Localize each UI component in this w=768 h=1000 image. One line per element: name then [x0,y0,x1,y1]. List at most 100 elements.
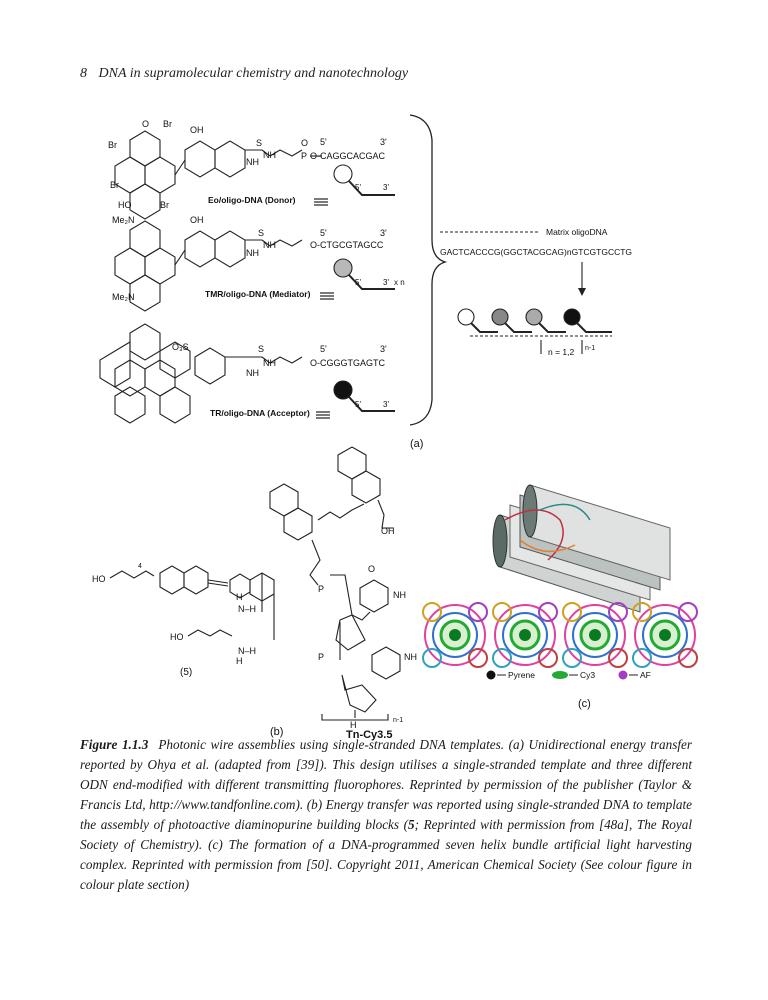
acceptor-atom-so3: O₃S [172,342,189,352]
acceptor-cartoon-3prime: 3' [383,400,389,409]
page-number: 8 [80,66,87,81]
mediator-atom-me2n2: Me₂N [112,292,135,302]
mediator-atom-nh2: NH [246,248,259,258]
donor-5prime: 5' [320,137,327,147]
caption-part-2: ; Reprinted with permission from [48a], … [80,817,692,892]
donor-atom-nh1: NH [263,150,276,160]
acceptor-atom-nh1: NH [263,358,276,368]
legend-af-marker [618,670,628,680]
cy35-n-minus-1: n-1 [393,717,403,724]
panel-a: O Br Br OH Br HO Br S NH NH O P O-CAGGCA… [99,114,632,450]
assembly-mediator1-circle [491,308,509,326]
mediator-label: TMR/oligo-DNA (Mediator) [205,289,311,299]
donor-atom-nh2: NH [246,157,259,167]
legend-af-label: AF [640,670,651,680]
panel-a-label: (a) [410,438,423,450]
caption-figure-label: Figure 1.1.3 [80,737,149,752]
caption-part-1: Photonic wire assemblies using single-st… [80,737,692,832]
cy35-structure [269,446,401,718]
acceptor-sequence: O-CGGGTGAGTC [310,358,385,368]
panel-b: HO 4 HO H N–H N–H H (5) OH O NH P P [92,446,417,741]
panel-a-brace [409,114,448,426]
acceptor-3prime: 3' [380,344,387,354]
donor-atom-o2: O [301,138,308,148]
donor-atom-oh: OH [190,125,204,135]
n-minus-1-label: n-1 [585,345,595,352]
cy35-atom-p2: P [318,652,324,662]
compound-5-atom-h2: H [236,656,243,666]
acceptor-atom-nh2: NH [246,368,259,378]
running-title: DNA in supramolecular chemistry and nano… [98,66,409,81]
compound-5-structure [109,565,275,640]
legend-cy3-label: Cy3 [580,670,595,680]
panel-c-legend: Pyrene Cy3 AF [486,670,651,680]
compound-5-atom-nh2: N–H [238,646,256,656]
donor-structure [114,130,322,220]
cy35-atom-o1: O [368,564,375,574]
acceptor-5prime: 5' [320,344,327,354]
donor-atom-br4: Br [160,200,169,210]
cy35-atom-h: H [350,720,357,730]
assembly-donor-circle [457,308,475,326]
donor-sequence: O-CAGGCACGAC [310,151,386,161]
panel-b-label: (b) [270,726,283,738]
cy35-bracket [321,714,389,721]
acceptor-structure [99,323,303,424]
assembly-mediator2-circle [525,308,543,326]
donor-3prime: 3' [380,137,387,147]
donor-cartoon-5prime: 5' [355,183,361,192]
donor-label: Eo/oligo-DNA (Donor) [208,195,296,205]
cy35-atom-nh1: NH [393,590,406,600]
compound-5-subscript: 4 [138,563,142,570]
rosette-3 [562,602,628,668]
running-header: 8 DNA in supramolecular chemistry and na… [80,66,408,82]
mediator-sequence: O-CTGCGTAGCC [310,240,384,250]
mediator-structure [114,220,303,312]
acceptor-cartoon-5prime: 5' [355,400,361,409]
mediator-cartoon-3prime: 3' [383,278,389,287]
helix-bundle-3d [492,484,671,613]
assembly-acceptor-circle [563,308,581,326]
mediator-atom-nh1: NH [263,240,276,250]
compound-5-label: (5) [180,667,192,678]
cy35-atom-p1: P [318,584,324,594]
acceptor-label: TR/oligo-DNA (Acceptor) [210,408,310,418]
donor-atom-br3: Br [110,180,119,190]
compound-5-atom-ho2: HO [170,632,184,642]
matrix-sequence: GACTCACCCG(GGCTACGCAG)nGTCGTGCCTG [440,247,632,257]
legend-cy3-marker [552,671,568,679]
compound-5-atom-ho1: HO [92,574,106,584]
donor-fluorophore-circle [333,164,353,184]
cy35-atom-nh2: NH [404,652,417,662]
donor-atom-ho: HO [118,200,132,210]
mediator-atom-oh: OH [190,215,204,225]
panel-c: Pyrene Cy3 AF (c) [422,484,698,710]
rosette-4 [632,602,698,668]
mediator-atom-s: S [258,228,264,238]
legend-pyrene-marker [486,670,496,680]
donor-atom-p: P [301,151,307,161]
compound-5-atom-nh1: N–H [238,604,256,614]
rosette-2 [492,602,558,668]
mediator-repeat: x n [394,278,405,287]
donor-cartoon-3prime: 3' [383,183,389,192]
caption-compound-number: 5 [408,817,415,832]
mediator-cartoon-5prime: 5' [355,278,361,287]
mediator-5prime: 5' [320,228,327,238]
donor-atom-br1: Br [163,119,172,129]
acceptor-atom-s: S [258,344,264,354]
panel-c-label: (c) [578,698,591,710]
mediator-3prime: 3' [380,228,387,238]
mediator-fluorophore-circle [333,258,353,278]
mediator-atom-me2n1: Me₂N [112,215,135,225]
n-label: n = 1,2 [548,347,575,357]
compound-5-atom-h1: H [236,592,243,602]
donor-atom-br2: Br [108,140,117,150]
assembly-diagram [457,308,612,354]
cy35-atom-oh: OH [381,526,395,536]
acceptor-fluorophore-circle [333,380,353,400]
cy35-chain-label: Tn-Cy3.5 [346,729,392,741]
donor-atom-s: S [256,138,262,148]
